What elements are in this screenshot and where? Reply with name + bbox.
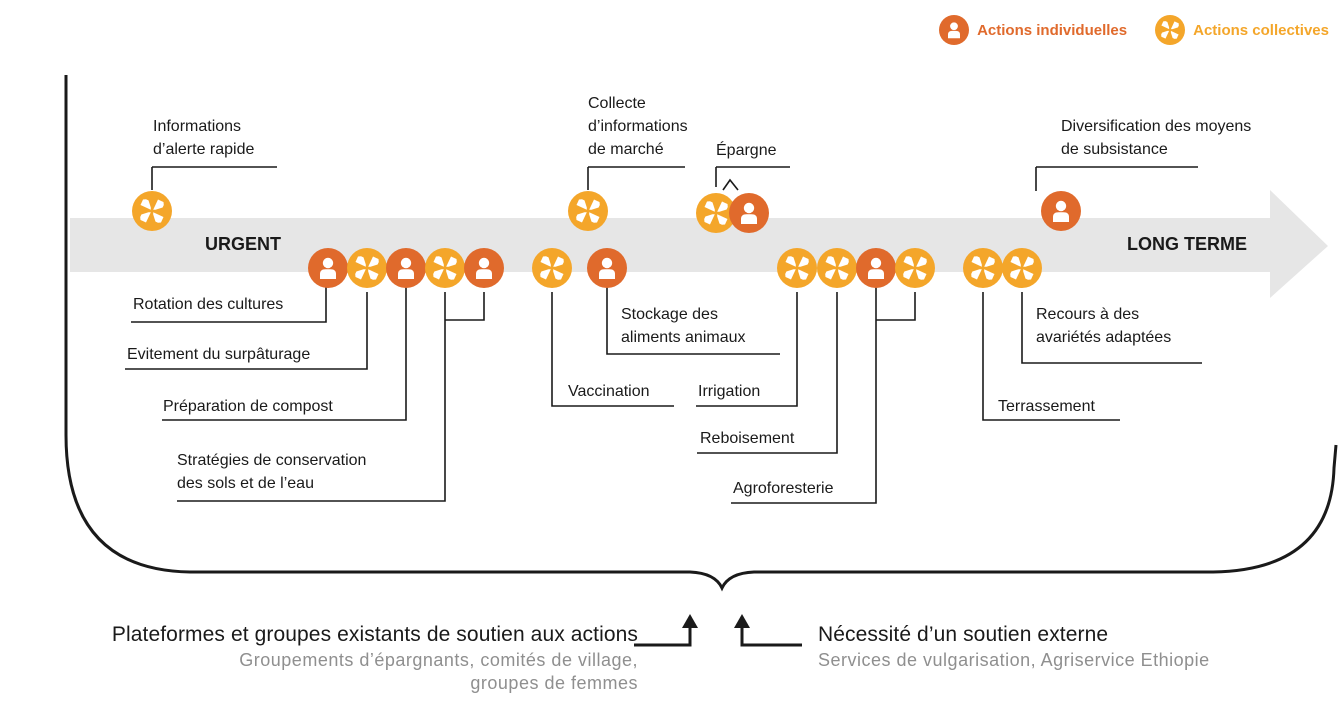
legend-item-individual: Actions individuelles	[939, 15, 1127, 45]
external-support-subtitle: Services de vulgarisation, Agriservice E…	[818, 650, 1210, 670]
legend-label-individual: Actions individuelles	[977, 21, 1128, 39]
collective-action-icon	[132, 191, 172, 231]
support-arrows	[634, 614, 802, 647]
axis-label-long-term: LONG TERME	[1127, 234, 1247, 254]
existing-platforms-subtitle-1: Groupements d’épargnants, comités de vil…	[239, 650, 638, 670]
individual-action-icon	[1041, 191, 1081, 231]
collective-action-icon	[568, 191, 608, 231]
individual-action-icon	[386, 248, 426, 288]
individual-action-icon	[464, 248, 504, 288]
label-reforestation: Reboisement	[700, 430, 795, 447]
external-support-title: Nécessité d’un soutien externe	[818, 623, 1109, 646]
label-terracing: Terrassement	[998, 398, 1095, 415]
collective-action-icon	[895, 248, 935, 288]
collective-action-icon	[1002, 248, 1042, 288]
label-savings: Épargne	[716, 140, 777, 159]
existing-platforms-title: Plateformes et groupes existants de sout…	[111, 623, 638, 646]
individual-action-icon	[729, 193, 769, 233]
legend-label-collective: Actions collectives	[1193, 21, 1329, 39]
label-compost: Préparation de compost	[163, 398, 333, 415]
individual-action-icon	[587, 248, 627, 288]
label-agroforestry: Agroforesterie	[733, 480, 834, 497]
bracket-frame	[64, 75, 1338, 592]
individual-action-icon	[308, 248, 348, 288]
individual-action-icon	[856, 248, 896, 288]
connector-lines	[125, 166, 1202, 504]
label-vaccination: Vaccination	[568, 383, 650, 400]
collaboration-hands-icon	[1155, 15, 1186, 45]
collective-action-icon	[347, 248, 387, 288]
collective-action-icon	[425, 248, 465, 288]
external-support-block: Nécessité d’un soutien externe Services …	[818, 621, 1210, 672]
collective-action-icon	[777, 248, 817, 288]
label-overgrazing: Evitement du surpâturage	[127, 346, 310, 363]
existing-platforms-subtitle-2: groupes de femmes	[470, 673, 638, 693]
label-crop-rotation: Rotation des cultures	[133, 296, 283, 313]
axis-label-urgent: URGENT	[205, 234, 281, 254]
person-icon	[939, 15, 970, 45]
collective-action-icon	[532, 248, 572, 288]
legend-item-collective: Actions collectives	[1155, 15, 1329, 45]
label-irrigation: Irrigation	[698, 383, 760, 400]
existing-platforms-block: Plateformes et groupes existants de sout…	[112, 621, 638, 695]
legend: Actions individuelles Actions collective…	[939, 14, 1329, 46]
collective-action-icon	[817, 248, 857, 288]
collective-action-icon	[963, 248, 1003, 288]
